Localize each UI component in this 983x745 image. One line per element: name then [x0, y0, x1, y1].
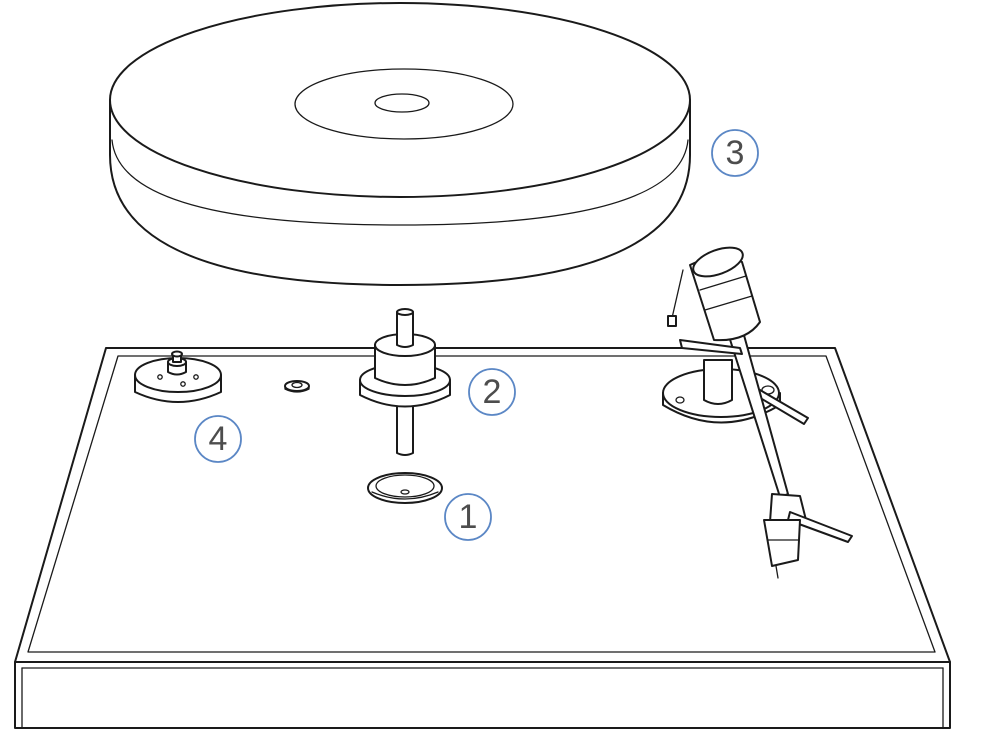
- callout-1-label: 1: [459, 498, 478, 536]
- plinth-front-face: [14, 661, 951, 729]
- platter: [109, 2, 691, 286]
- callout-2: 2: [468, 368, 516, 416]
- bearing-well: [367, 472, 443, 504]
- tonearm: [662, 246, 853, 579]
- callout-1: 1: [444, 493, 492, 541]
- callout-4: 4: [194, 415, 242, 463]
- callout-4-label: 4: [209, 420, 228, 458]
- motor-pulley: [134, 350, 222, 403]
- plinth-top-inset: [27, 355, 936, 653]
- callout-3-label: 3: [726, 134, 745, 172]
- callout-3: 3: [711, 129, 759, 177]
- small-post: [284, 380, 310, 393]
- spindle: [359, 308, 451, 456]
- callout-2-label: 2: [483, 373, 502, 411]
